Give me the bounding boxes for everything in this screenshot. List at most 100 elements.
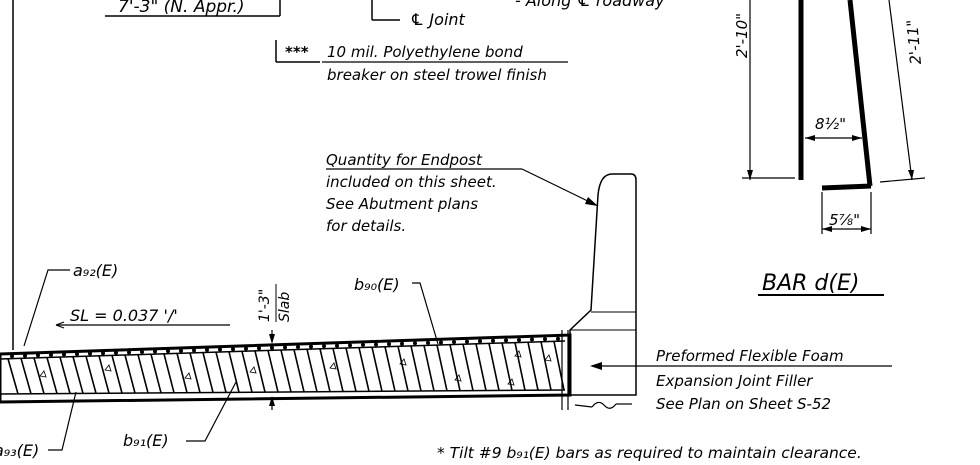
endpost-note-line3: See Abutment plans [326, 195, 478, 213]
foam-note-line1: Preformed Flexible Foam [656, 347, 844, 365]
rebar-dot [400, 341, 404, 346]
rebar-stirrup [553, 341, 565, 391]
aggregate-mark [104, 364, 112, 372]
rebar-dot [231, 347, 235, 352]
rebar-stirrup [176, 353, 188, 393]
aggregate-mark [39, 370, 47, 378]
rebar-dot [114, 350, 118, 355]
rebar-stirrup [397, 346, 409, 392]
bar-d-dim-arrow-left [747, 170, 753, 180]
rebar-diagonals [7, 341, 565, 395]
rebar-dot [166, 349, 170, 354]
bar-d-dim-bottom-arrow-r [861, 226, 871, 232]
bar-d-dim-right: 2'-11" [903, 19, 925, 65]
rebar-dot [387, 342, 391, 347]
slope-arrow-a [55, 321, 65, 326]
rebar-stirrup [267, 350, 279, 393]
rebar-dot [10, 354, 14, 359]
rebar-stirrup [319, 348, 331, 392]
slab-dim-arrow-bottom [269, 396, 275, 406]
rebar-stirrup [358, 347, 370, 392]
rebar-stirrup [514, 342, 526, 391]
bottom-rebar-line [0, 389, 566, 395]
bar-b91-label: b₉₁(E) [123, 431, 169, 450]
rebar-dot [257, 346, 261, 351]
rebar-dot [543, 337, 547, 342]
rebar-stirrup [501, 342, 513, 391]
bar-d-dim-arrow-right [908, 170, 914, 180]
bar-d-dim-bottom-arrow-l [822, 226, 832, 232]
rebar-stirrup [462, 344, 474, 391]
rebar-dot [296, 345, 300, 350]
slab-thickness: 1'-3" [257, 289, 273, 322]
rebar-dot [101, 351, 105, 356]
rebar-stirrup [475, 343, 487, 391]
rebar-dot [62, 352, 66, 357]
rebar-dot [426, 340, 430, 345]
aggregate-mark [399, 358, 407, 366]
foam-note-line3: See Plan on Sheet S-52 [656, 395, 831, 413]
bar-d-leg-right [847, 0, 873, 187]
rebar-stirrup [436, 344, 448, 392]
bar-d-dim-mid-arrow-l [805, 135, 815, 141]
bar-a92-label: a₉₂(E) [73, 261, 118, 280]
endpost-note-line4: for details. [326, 217, 406, 235]
bar-b90-label: b₉₀(E) [354, 275, 400, 294]
slab-dim-arrow-top [269, 334, 275, 344]
rebar-dot [491, 338, 495, 343]
rebar-dot [530, 337, 534, 342]
rebar-dot [335, 343, 339, 348]
rebar-dot [374, 342, 378, 347]
rebar-dot [88, 351, 92, 356]
rebar-stirrup [423, 345, 435, 392]
rebar-dot [49, 352, 53, 357]
slope-arrow-b [55, 324, 65, 329]
aggregate-mark [329, 362, 337, 370]
rebar-stirrup [228, 351, 240, 393]
rebar-stirrup [85, 356, 97, 394]
rebar-stirrup [59, 356, 71, 394]
rebar-stirrup [449, 344, 461, 391]
rebar-stirrup [111, 355, 123, 394]
rebar-dot [218, 347, 222, 352]
break-line-left [574, 404, 593, 408]
top-rebar-line [0, 340, 566, 360]
aggregate-mark [514, 350, 522, 358]
bar-a93-leader [48, 391, 77, 451]
bond-breaker-mark: *** [285, 43, 309, 61]
aggregate-mark [544, 354, 552, 362]
rebar-dot [556, 336, 560, 341]
rebar-stirrup [306, 349, 318, 392]
rebar-dot [413, 341, 417, 346]
break-symbol [591, 401, 617, 409]
rebar-stirrup [124, 354, 136, 394]
foam-note-arrow [590, 362, 602, 370]
rebar-dot [270, 345, 274, 350]
slope-label: SL = 0.037 '/' [70, 306, 178, 325]
rebar-dot [140, 349, 144, 354]
bond-breaker-line1: 10 mil. Polyethylene bond [327, 43, 523, 61]
rebar-stirrup [384, 346, 396, 392]
bar-d-dim-mid-arrow-r [852, 135, 862, 141]
slab-outline [0, 333, 572, 404]
rebar-stirrup [527, 342, 539, 391]
rebar-dot [348, 343, 352, 348]
rebar-stirrup [163, 353, 175, 393]
top-left-fragment: 7'-3" (N. Appr.) [118, 0, 245, 17]
rebar-dot [36, 353, 40, 358]
slab-thickness-label: Slab [277, 292, 293, 322]
rebar-stirrup [202, 352, 214, 393]
footnote: * Tilt #9 b₉₁(E) bars as required to mai… [437, 444, 862, 462]
rebar-stirrup [20, 358, 32, 394]
endpost-outline [569, 173, 637, 396]
bar-d-ext-bottom-right [879, 177, 926, 183]
bar-b90-leader [412, 282, 439, 345]
rebar-dot [322, 344, 326, 349]
bar-d-title: BAR d(E) [762, 271, 859, 296]
rebar-dot [127, 350, 131, 355]
bar-d-dim-bottom: 5⅞" [829, 211, 860, 229]
rebar-stirrup [150, 353, 162, 394]
rebar-dot [23, 353, 27, 358]
